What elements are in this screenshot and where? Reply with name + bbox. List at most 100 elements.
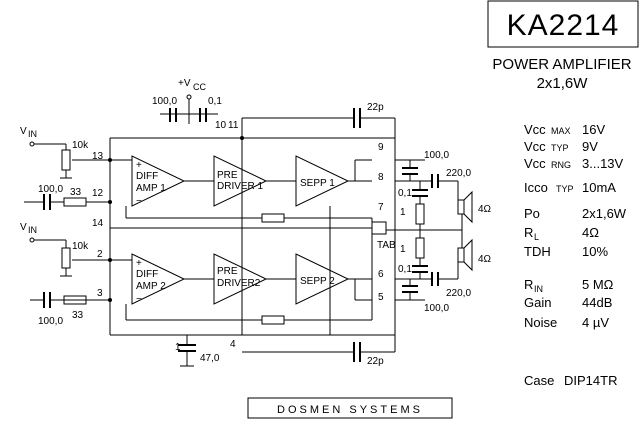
spec-row: Vcc RNG 3...13V xyxy=(524,156,624,171)
svg-text:10mA: 10mA xyxy=(582,180,616,195)
svg-text:AMP 2: AMP 2 xyxy=(136,281,166,292)
svg-text:R: R xyxy=(524,277,533,292)
svg-text:CC: CC xyxy=(193,82,206,92)
sepp-1: SEPP 1 xyxy=(295,155,350,207)
svg-text:V: V xyxy=(20,222,27,233)
spec-row: Gain 44dB xyxy=(524,295,612,310)
svg-text:−: − xyxy=(136,196,142,207)
svg-text:22p: 22p xyxy=(367,356,384,367)
svg-text:1: 1 xyxy=(175,342,181,353)
svg-text:47,0: 47,0 xyxy=(200,353,220,364)
svg-text:13: 13 xyxy=(92,151,104,162)
svg-text:44dB: 44dB xyxy=(582,295,612,310)
spec-row: R L 4Ω xyxy=(524,225,599,242)
svg-text:220,0: 220,0 xyxy=(446,168,471,179)
spec-row: Vcc TYP 9V xyxy=(524,139,598,154)
input-1: V IN 10k 100,0 33 xyxy=(20,126,132,210)
part-number: KA2214 xyxy=(507,9,620,42)
svg-text:5 MΩ: 5 MΩ xyxy=(582,277,614,292)
svg-text:+V: +V xyxy=(178,78,191,89)
svg-text:TDH: TDH xyxy=(524,244,551,259)
svg-text:4Ω: 4Ω xyxy=(582,225,599,240)
svg-text:MAX: MAX xyxy=(551,126,571,136)
spec-row: R IN 5 MΩ xyxy=(524,277,614,294)
svg-text:1: 1 xyxy=(400,244,406,255)
svg-text:DIFF: DIFF xyxy=(136,171,158,182)
svg-text:+: + xyxy=(136,258,142,269)
svg-text:Icco: Icco xyxy=(524,180,548,195)
svg-text:4Ω: 4Ω xyxy=(478,204,492,215)
title-box: KA2214 xyxy=(487,0,639,48)
svg-text:0,1: 0,1 xyxy=(398,264,412,275)
svg-text:3: 3 xyxy=(97,288,103,299)
case-value: DIP14TR xyxy=(564,373,617,388)
svg-text:DRIVER 1: DRIVER 1 xyxy=(217,181,264,192)
supply-section: +V CC 100,0 0,1 10 xyxy=(152,78,227,131)
svg-text:AMP 1: AMP 1 xyxy=(136,183,166,194)
svg-text:9: 9 xyxy=(378,142,384,153)
svg-text:9V: 9V xyxy=(582,139,598,154)
diff-amp-2: DIFF AMP 2 + − xyxy=(131,253,186,305)
svg-text:DRIVER2: DRIVER2 xyxy=(217,278,261,289)
svg-text:DIFF: DIFF xyxy=(136,269,158,280)
svg-text:RNG: RNG xyxy=(551,160,571,170)
function-label: POWER AMPLIFIER xyxy=(492,56,631,73)
svg-text:Po: Po xyxy=(524,206,540,221)
svg-text:SEPP 1: SEPP 1 xyxy=(300,178,335,189)
svg-text:R: R xyxy=(524,225,533,240)
svg-text:5: 5 xyxy=(378,292,384,303)
svg-text:PRE: PRE xyxy=(217,170,238,181)
svg-text:IN: IN xyxy=(28,129,37,139)
svg-text:220,0: 220,0 xyxy=(446,288,471,299)
svg-text:−: − xyxy=(136,294,142,305)
spec-list: Vcc MAX 16V Vcc TYP 9V Vcc RNG 3...13V I… xyxy=(524,122,627,330)
svg-text:TYP: TYP xyxy=(556,184,574,194)
case-label: Case xyxy=(524,373,554,388)
svg-text:14: 14 xyxy=(92,218,104,229)
svg-text:TYP: TYP xyxy=(551,143,569,153)
svg-text:4: 4 xyxy=(230,339,236,350)
spec-row: Po 2x1,6W xyxy=(524,206,627,221)
brand-box: DOSMEN SYSTEMS xyxy=(247,397,453,419)
sepp-2: SEPP 2 xyxy=(295,253,350,305)
svg-text:7: 7 xyxy=(378,202,384,213)
svg-text:11: 11 xyxy=(228,120,239,131)
svg-text:16V: 16V xyxy=(582,122,605,137)
svg-text:L: L xyxy=(534,232,539,242)
channels-label: 2x1,6W xyxy=(537,75,589,92)
svg-text:100,0: 100,0 xyxy=(38,316,63,327)
input-2: V IN 10k 100,0 33 xyxy=(20,222,132,327)
svg-text:0,1: 0,1 xyxy=(208,96,222,107)
output-ch2: 100,0 220,0 0,1 1 4Ω xyxy=(395,230,492,314)
svg-text:+: + xyxy=(136,160,142,171)
pre-driver-2: PRE DRIVER2 xyxy=(213,253,268,305)
svg-text:Vcc: Vcc xyxy=(524,122,546,137)
ripple-cap: 47,0 xyxy=(178,335,220,367)
svg-text:33: 33 xyxy=(70,187,82,198)
svg-text:2: 2 xyxy=(97,249,103,260)
svg-text:4 µV: 4 µV xyxy=(582,315,609,330)
svg-text:6: 6 xyxy=(378,269,384,280)
svg-text:10k: 10k xyxy=(72,140,89,151)
svg-text:V: V xyxy=(20,126,27,137)
diff-amp-1: DIFF AMP 1 + − xyxy=(131,155,186,207)
spec-row: TDH 10% xyxy=(524,244,608,259)
svg-text:0,1: 0,1 xyxy=(398,188,412,199)
svg-text:12: 12 xyxy=(92,188,104,199)
svg-text:IN: IN xyxy=(534,284,543,294)
svg-text:22p: 22p xyxy=(367,102,384,113)
spec-row: Vcc MAX 16V xyxy=(524,122,605,137)
svg-text:3...13V: 3...13V xyxy=(582,156,624,171)
svg-text:4Ω: 4Ω xyxy=(478,254,492,265)
svg-text:100,0: 100,0 xyxy=(38,184,63,195)
svg-text:10%: 10% xyxy=(582,244,608,259)
spec-row: Noise 4 µV xyxy=(524,315,609,330)
svg-text:100,0: 100,0 xyxy=(424,303,449,314)
svg-text:Vcc: Vcc xyxy=(524,139,546,154)
svg-text:100,0: 100,0 xyxy=(424,150,449,161)
svg-text:2x1,6W: 2x1,6W xyxy=(582,206,627,221)
pre-driver-1: PRE DRIVER 1 xyxy=(213,155,268,207)
svg-text:8: 8 xyxy=(378,172,384,183)
